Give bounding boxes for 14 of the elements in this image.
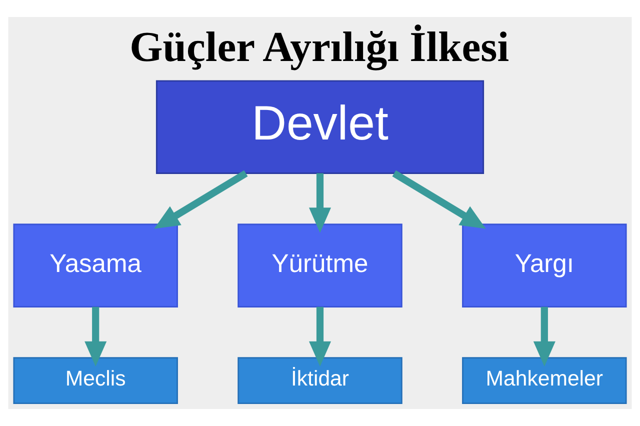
diagram-title: Güçler Ayrılığı İlkesi (130, 24, 510, 72)
node-box: Yargı (462, 224, 627, 308)
node-box: Mahkemeler (462, 357, 627, 404)
node-box: Devlet (156, 80, 484, 174)
arrow (308, 173, 332, 233)
arrow (533, 306, 556, 367)
arrow (308, 306, 332, 367)
node-box: İktidar (238, 357, 402, 404)
arrow (154, 170, 248, 229)
arrow (392, 170, 486, 229)
node-box: Yürütme (238, 224, 402, 308)
node-box: Meclis (13, 357, 178, 404)
arrow (84, 306, 107, 367)
node-box: Yasama (13, 224, 178, 308)
